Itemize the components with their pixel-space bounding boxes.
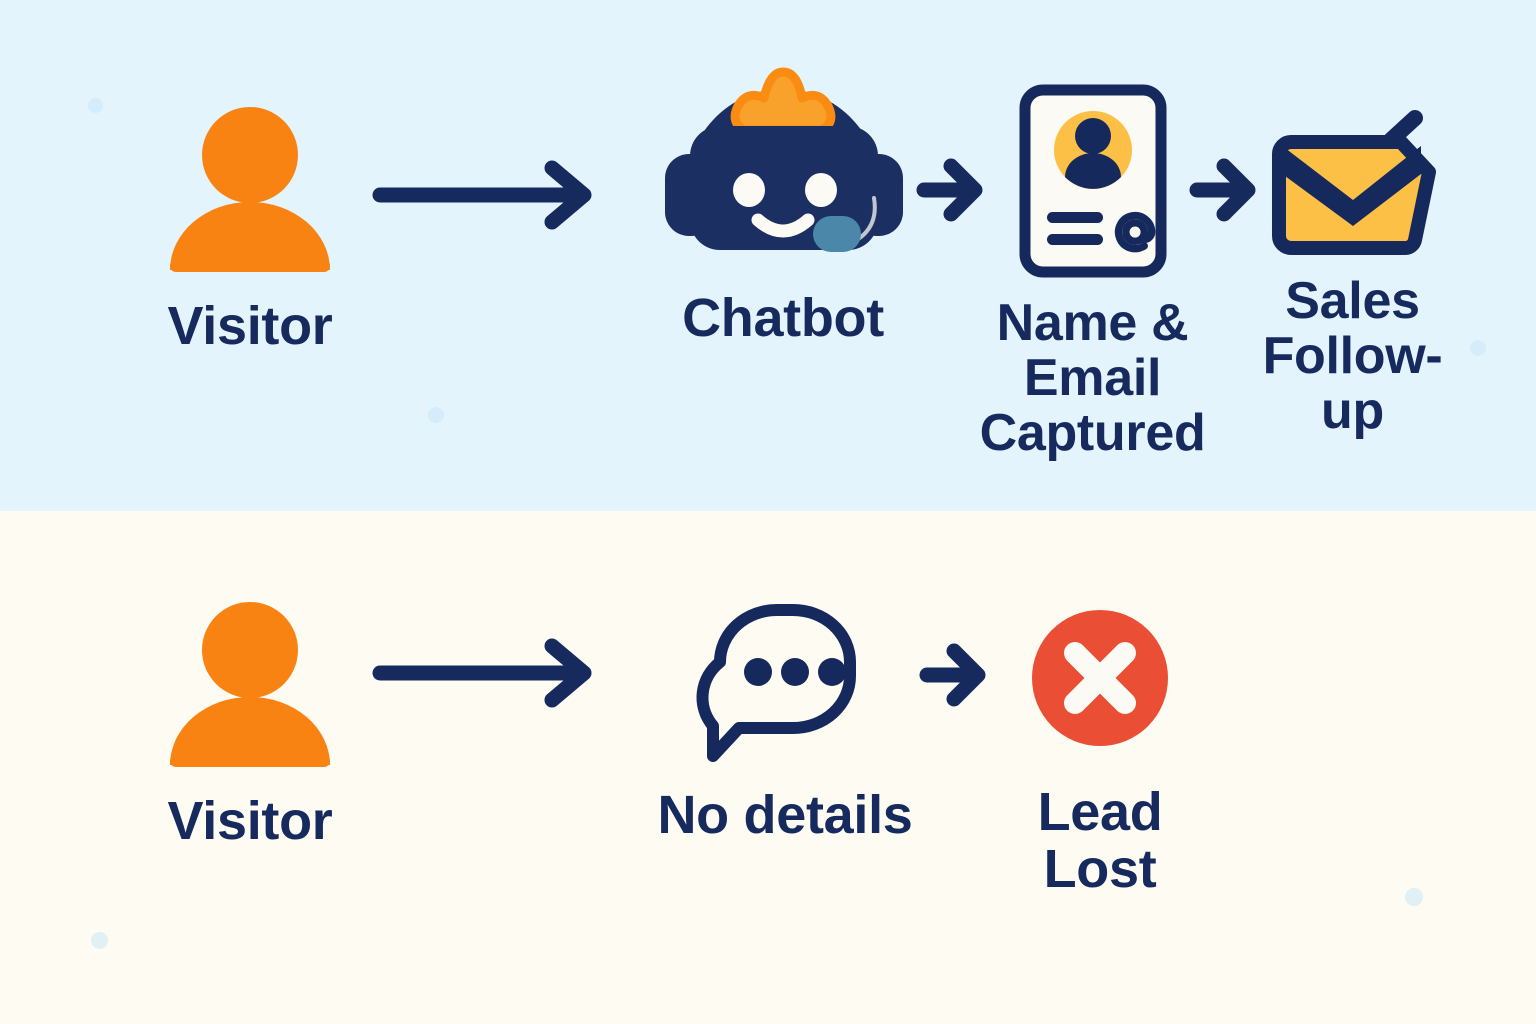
person-icon [160, 100, 340, 280]
node-sales-followup: Sales Follow-up [1245, 110, 1460, 441]
node-visitor-bottom: Visitor [125, 595, 375, 850]
envelope-send-icon [1265, 110, 1440, 255]
chatbot-robot-icon [648, 30, 918, 280]
error-circle-icon [1020, 598, 1180, 758]
captured-line-2: Email [1023, 349, 1162, 408]
node-no-details: No details [650, 600, 920, 844]
lead-lost-line-2: Lost [1043, 839, 1157, 900]
captured-line-3: Captured [979, 404, 1206, 463]
node-visitor-top: Visitor [125, 100, 375, 355]
lead-lost-line-1: Lead [1037, 782, 1163, 842]
decorative-dot [91, 932, 108, 949]
arrow-chatbot-to-captured [915, 155, 995, 225]
arrow-visitor-to-chatbot [372, 160, 612, 230]
decorative-dot [1405, 888, 1423, 906]
node-lead-lost: Lead Lost [1000, 598, 1200, 898]
decorative-dot [1470, 340, 1486, 356]
contact-card-icon [1013, 82, 1173, 282]
node-chatbot: Chatbot [648, 30, 918, 347]
arrow-visitor-to-nodetails [372, 638, 612, 708]
arrow-nodetails-to-leadlost [918, 640, 998, 710]
node-label-captured: Name & Email Captured [979, 294, 1206, 463]
followup-line-1: Sales [1285, 272, 1420, 330]
captured-line-1: Name & [996, 294, 1189, 352]
person-icon [160, 595, 340, 775]
node-label-lead-lost: Lead Lost [1037, 782, 1163, 900]
decorative-dot [88, 98, 103, 113]
node-label-visitor-bottom: Visitor [167, 791, 333, 851]
node-label-visitor-top: Visitor [167, 296, 333, 356]
node-label-no-details: No details [657, 785, 913, 845]
node-label-chatbot: Chatbot [682, 288, 884, 348]
speech-bubble-icon [685, 600, 885, 765]
decorative-dot [428, 407, 444, 423]
row-without-chatbot-background [0, 511, 1536, 1024]
followup-line-2: Follow-up [1262, 327, 1443, 441]
node-label-followup: Sales Follow-up [1245, 272, 1460, 441]
node-name-email-captured: Name & Email Captured [975, 82, 1210, 461]
arrow-captured-to-followup [1188, 155, 1268, 225]
